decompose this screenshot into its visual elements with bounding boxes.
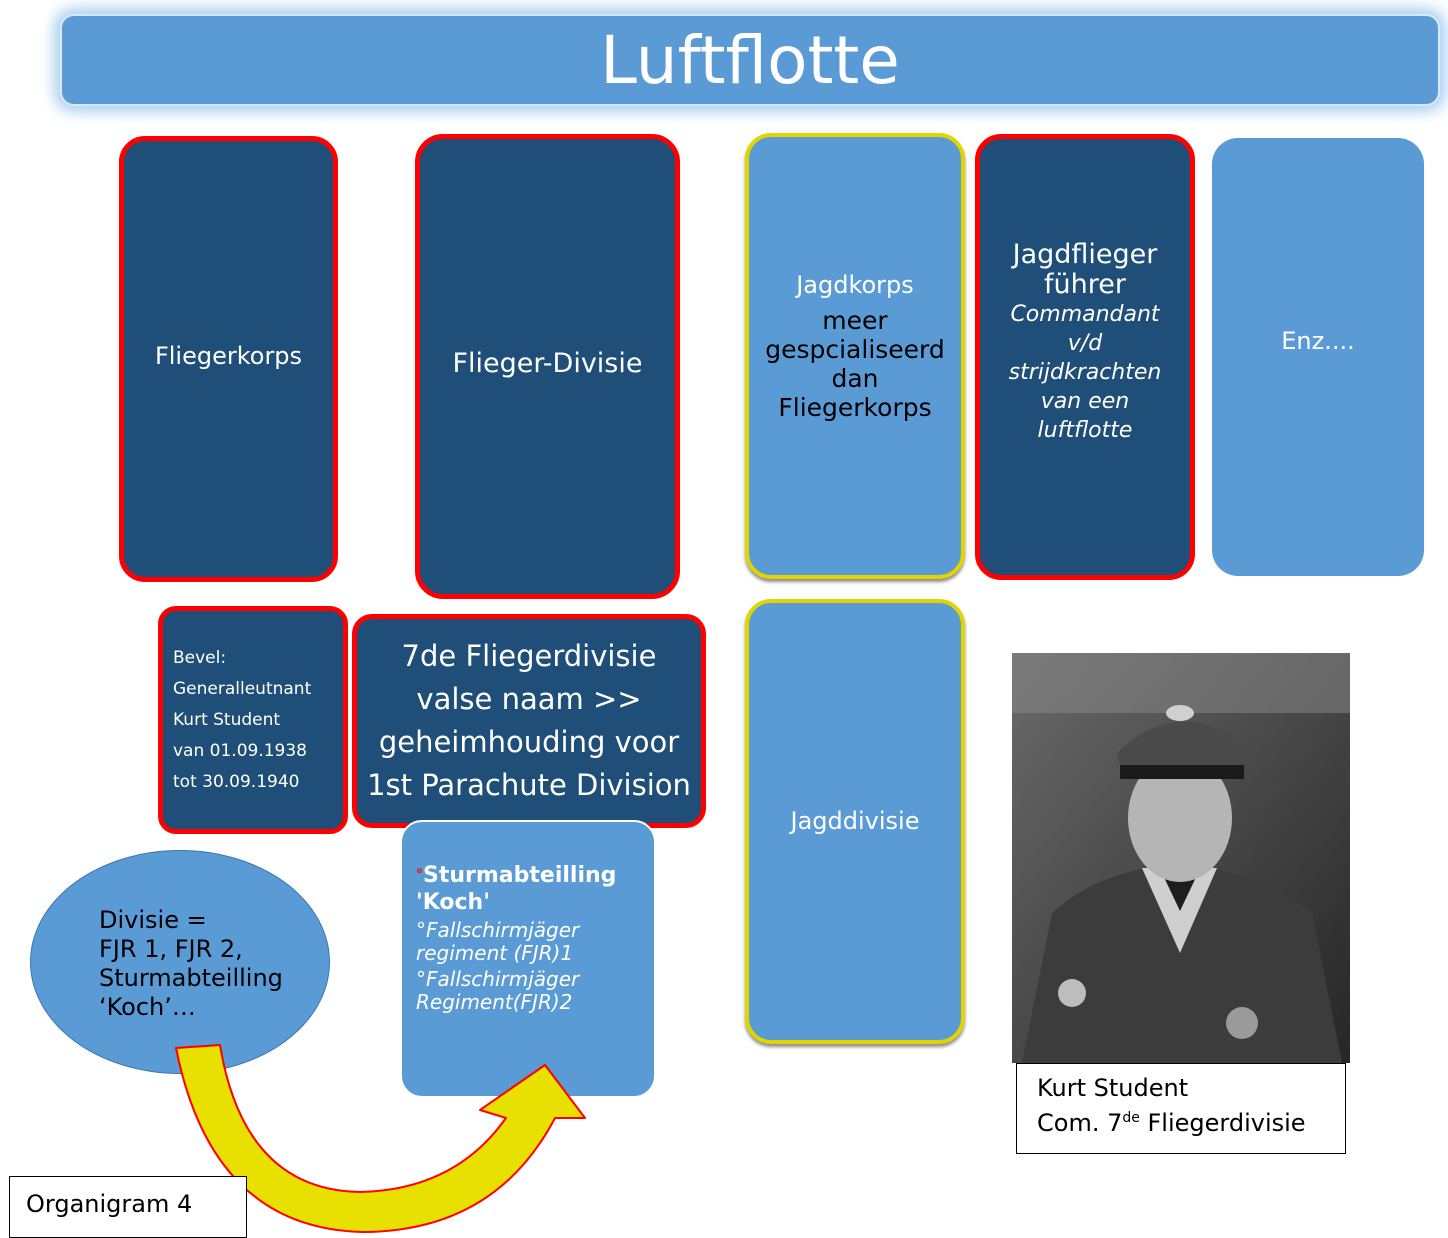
- bevel-line: Bevel:: [173, 647, 227, 668]
- fliegerdivisie7-line: geheimhouding voor: [378, 725, 680, 759]
- organigram-label: Organigram 4: [26, 1190, 193, 1218]
- divisie-line: ‘Koch’…: [99, 993, 196, 1021]
- divisie-line: FJR 1, FJR 2,: [99, 935, 243, 963]
- divisie-ellipse: Divisie = FJR 1, FJR 2, Sturmabteilling …: [30, 850, 330, 1074]
- fliegerkorps-label: Fliegerkorps: [154, 341, 303, 370]
- divisie-text: Divisie = FJR 1, FJR 2, Sturmabteilling …: [99, 906, 283, 1022]
- jagdflieger-title: Jagdflieger führer: [1012, 238, 1158, 300]
- bullet-icon: °: [416, 867, 423, 883]
- caption-suffix: Fliegerdivisie: [1139, 1109, 1306, 1137]
- fliegerdivisie7-line: 7de Fliegerdivisie: [401, 639, 657, 673]
- jagddivisie-box: Jagddivisie: [745, 599, 965, 1044]
- divisie-line: Sturmabteilling: [99, 964, 283, 992]
- caption-role: Com. 7de Fliegerdivisie: [1037, 1103, 1345, 1138]
- sturmabteilling-item: °Fallschirmjäger regiment (FJR)1: [416, 918, 580, 965]
- flieger-divisie-box: Flieger-Divisie: [415, 134, 680, 599]
- jagdkorps-desc: meer gespcialiseerd dan Fliegerkorps: [765, 305, 945, 422]
- fliegerdivisie7-box: 7de Fliegerdivisie valse naam >> geheimh…: [352, 614, 706, 828]
- photo-caption: Kurt Student Com. 7de Fliegerdivisie: [1016, 1063, 1346, 1154]
- bevel-line: Generalleutnant: [173, 678, 312, 699]
- jagddivisie-label: Jagddivisie: [790, 807, 920, 835]
- fliegerkorps-box: Fliegerkorps: [119, 136, 338, 582]
- enz-box: Enz....: [1212, 138, 1424, 576]
- jagdflieger-box: Jagdflieger führer Commandant v/d strijd…: [975, 134, 1195, 580]
- caption-name: Kurt Student: [1037, 1074, 1189, 1102]
- bevel-line: van 01.09.1938: [173, 740, 307, 761]
- kurt-student-photo: [1012, 653, 1350, 1063]
- luftflotte-title: Luftflotte: [600, 21, 900, 99]
- enz-label: Enz....: [1281, 326, 1355, 355]
- bevel-box: Bevel: Generalleutnant Kurt Student van …: [158, 606, 348, 834]
- bevel-line: Kurt Student: [173, 709, 281, 730]
- fliegerdivisie7-line: valse naam >>: [416, 682, 642, 716]
- sturmabteilling-box: °Sturmabteilling 'Koch' °Fallschirmjäger…: [400, 820, 656, 1098]
- bevel-line: tot 30.09.1940: [173, 771, 300, 792]
- sturmabteilling-title: Sturmabteilling 'Koch': [416, 863, 617, 915]
- caption-prefix: Com. 7: [1037, 1109, 1123, 1137]
- jagdkorps-title: Jagdkorps: [796, 270, 914, 299]
- jagdkorps-box: Jagdkorps meer gespcialiseerd dan Fliege…: [745, 133, 965, 579]
- jagdflieger-desc: Commandant v/d strijdkrachten van een lu…: [1008, 301, 1162, 443]
- flieger-divisie-label: Flieger-Divisie: [452, 347, 643, 379]
- luftflotte-header: Luftflotte: [60, 14, 1440, 106]
- sturmabteilling-item: °Fallschirmjäger Regiment(FJR)2: [416, 967, 580, 1014]
- fliegerdivisie7-line: 1st Parachute Division: [367, 768, 691, 802]
- divisie-line: Divisie =: [99, 906, 207, 934]
- caption-sup: de: [1122, 1110, 1140, 1126]
- sturmabteilling-title-row: °Sturmabteilling 'Koch': [416, 862, 636, 916]
- portrait-image: [1012, 653, 1350, 1063]
- organigram-label-box: Organigram 4: [9, 1176, 247, 1238]
